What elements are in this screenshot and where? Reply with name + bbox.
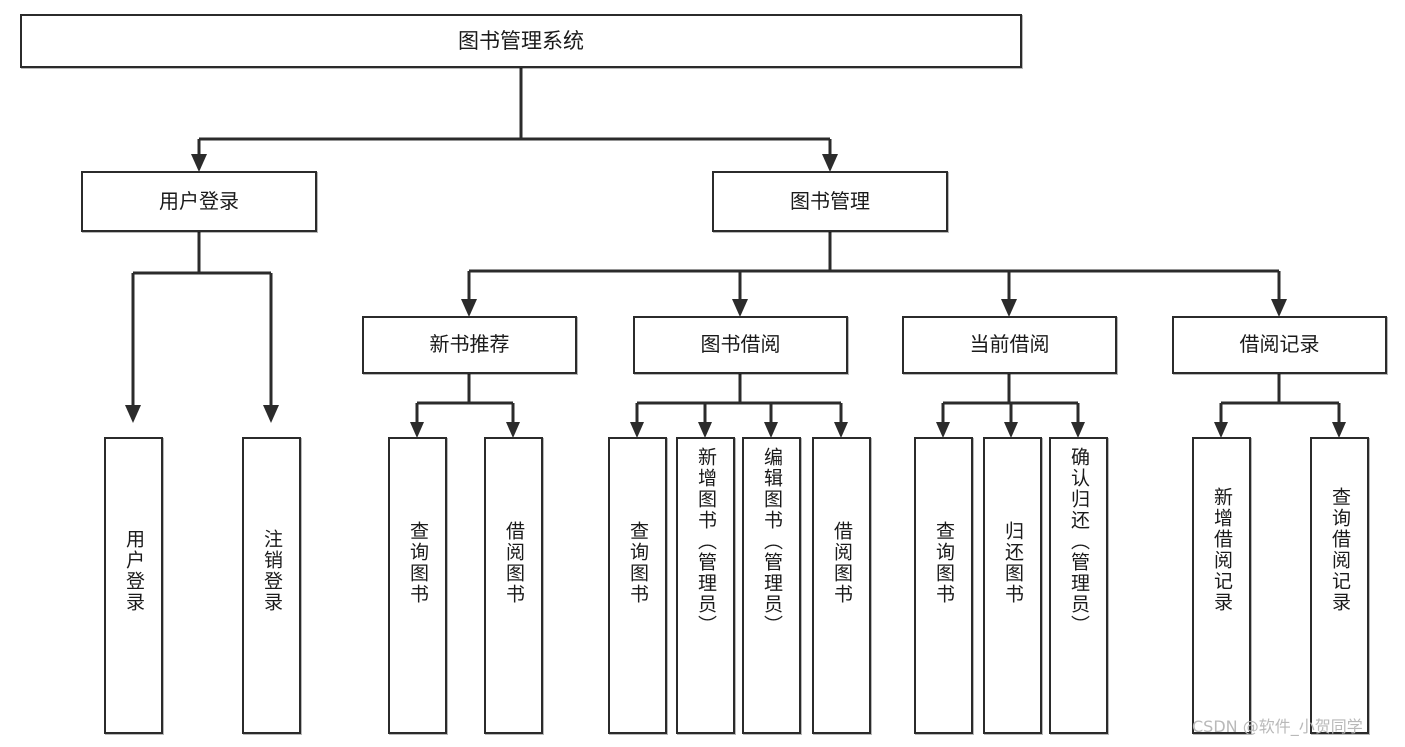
- node-leaf-add-borrow-record[interactable]: 新增借阅记录: [1192, 437, 1251, 734]
- node-label: 借阅图书: [503, 521, 525, 605]
- node-label: 查询图书: [933, 521, 955, 605]
- node-label: 借阅图书: [831, 521, 853, 605]
- node-root-book-management-system[interactable]: 图书管理系统: [20, 14, 1022, 68]
- node-label: 确认归还（管理员）: [1068, 447, 1090, 636]
- node-leaf-user-login[interactable]: 用户登录: [104, 437, 163, 734]
- node-label: 图书管理: [790, 188, 870, 213]
- arrow-to-leaf-query-record: [1332, 422, 1346, 438]
- node-leaf-borrow-book-borrow[interactable]: 借阅图书: [812, 437, 871, 734]
- arrow-to-leaf-user-login: [125, 405, 141, 423]
- arrow-to-leaf-add-record: [1214, 422, 1228, 438]
- arrow-to-user-login: [191, 154, 207, 172]
- node-label: 用户登录: [159, 188, 239, 213]
- node-label: 新增借阅记录: [1211, 487, 1233, 613]
- node-leaf-query-book-current[interactable]: 查询图书: [914, 437, 973, 734]
- node-leaf-return-book[interactable]: 归还图书: [983, 437, 1042, 734]
- node-new-book-recommend[interactable]: 新书推荐: [362, 316, 577, 374]
- arrow-to-leaf-borrow-book-2: [834, 422, 848, 438]
- node-book-manage[interactable]: 图书管理: [712, 171, 948, 232]
- arrow-to-leaf-return-book: [1004, 422, 1018, 438]
- node-label: 当前借阅: [969, 332, 1050, 357]
- node-label: 查询图书: [627, 521, 649, 605]
- node-book-borrow[interactable]: 图书借阅: [633, 316, 848, 374]
- node-label: 新增图书（管理员）: [695, 447, 717, 636]
- node-label: 图书借阅: [700, 332, 781, 357]
- node-leaf-add-book-admin[interactable]: 新增图书（管理员）: [676, 437, 735, 734]
- arrow-to-book-borrow: [732, 299, 748, 317]
- arrow-to-leaf-query-book-1: [410, 422, 424, 438]
- node-label: 查询借阅记录: [1329, 487, 1351, 613]
- arrow-to-borrow-record: [1271, 299, 1287, 317]
- node-label: 新书推荐: [429, 332, 510, 357]
- arrow-to-book-manage: [822, 154, 838, 172]
- node-leaf-query-book-recommend[interactable]: 查询图书: [388, 437, 447, 734]
- csdn-watermark: CSDN @软件_小贺同学: [1192, 717, 1363, 736]
- node-label: 查询图书: [407, 521, 429, 605]
- node-borrow-record[interactable]: 借阅记录: [1172, 316, 1387, 374]
- node-label: 编辑图书（管理员）: [761, 447, 783, 636]
- arrowheads-layer: [125, 154, 1346, 438]
- node-leaf-logout[interactable]: 注销登录: [242, 437, 301, 734]
- node-leaf-edit-book-admin[interactable]: 编辑图书（管理员）: [742, 437, 801, 734]
- node-label: 注销登录: [261, 529, 283, 613]
- node-leaf-borrow-book-recommend[interactable]: 借阅图书: [484, 437, 543, 734]
- node-label: 用户登录: [123, 529, 145, 613]
- arrow-to-leaf-query-book-2: [630, 422, 644, 438]
- arrow-to-leaf-add-book: [698, 422, 712, 438]
- arrow-to-leaf-logout: [263, 405, 279, 423]
- node-user-login[interactable]: 用户登录: [81, 171, 317, 232]
- arrow-to-leaf-borrow-book-1: [506, 422, 520, 438]
- node-label: 借阅记录: [1239, 332, 1320, 357]
- arrow-to-leaf-query-book-3: [936, 422, 950, 438]
- node-leaf-query-book-borrow[interactable]: 查询图书: [608, 437, 667, 734]
- arrow-to-leaf-confirm-return: [1071, 422, 1085, 438]
- node-label: 图书管理系统: [458, 28, 584, 53]
- node-current-borrow[interactable]: 当前借阅: [902, 316, 1117, 374]
- arrow-to-current-borrow: [1001, 299, 1017, 317]
- node-leaf-confirm-return-admin[interactable]: 确认归还（管理员）: [1049, 437, 1108, 734]
- node-label: 归还图书: [1002, 521, 1024, 605]
- arrow-to-leaf-edit-book: [764, 422, 778, 438]
- arrow-to-new-book-recommend: [461, 299, 477, 317]
- node-leaf-query-borrow-record[interactable]: 查询借阅记录: [1310, 437, 1369, 734]
